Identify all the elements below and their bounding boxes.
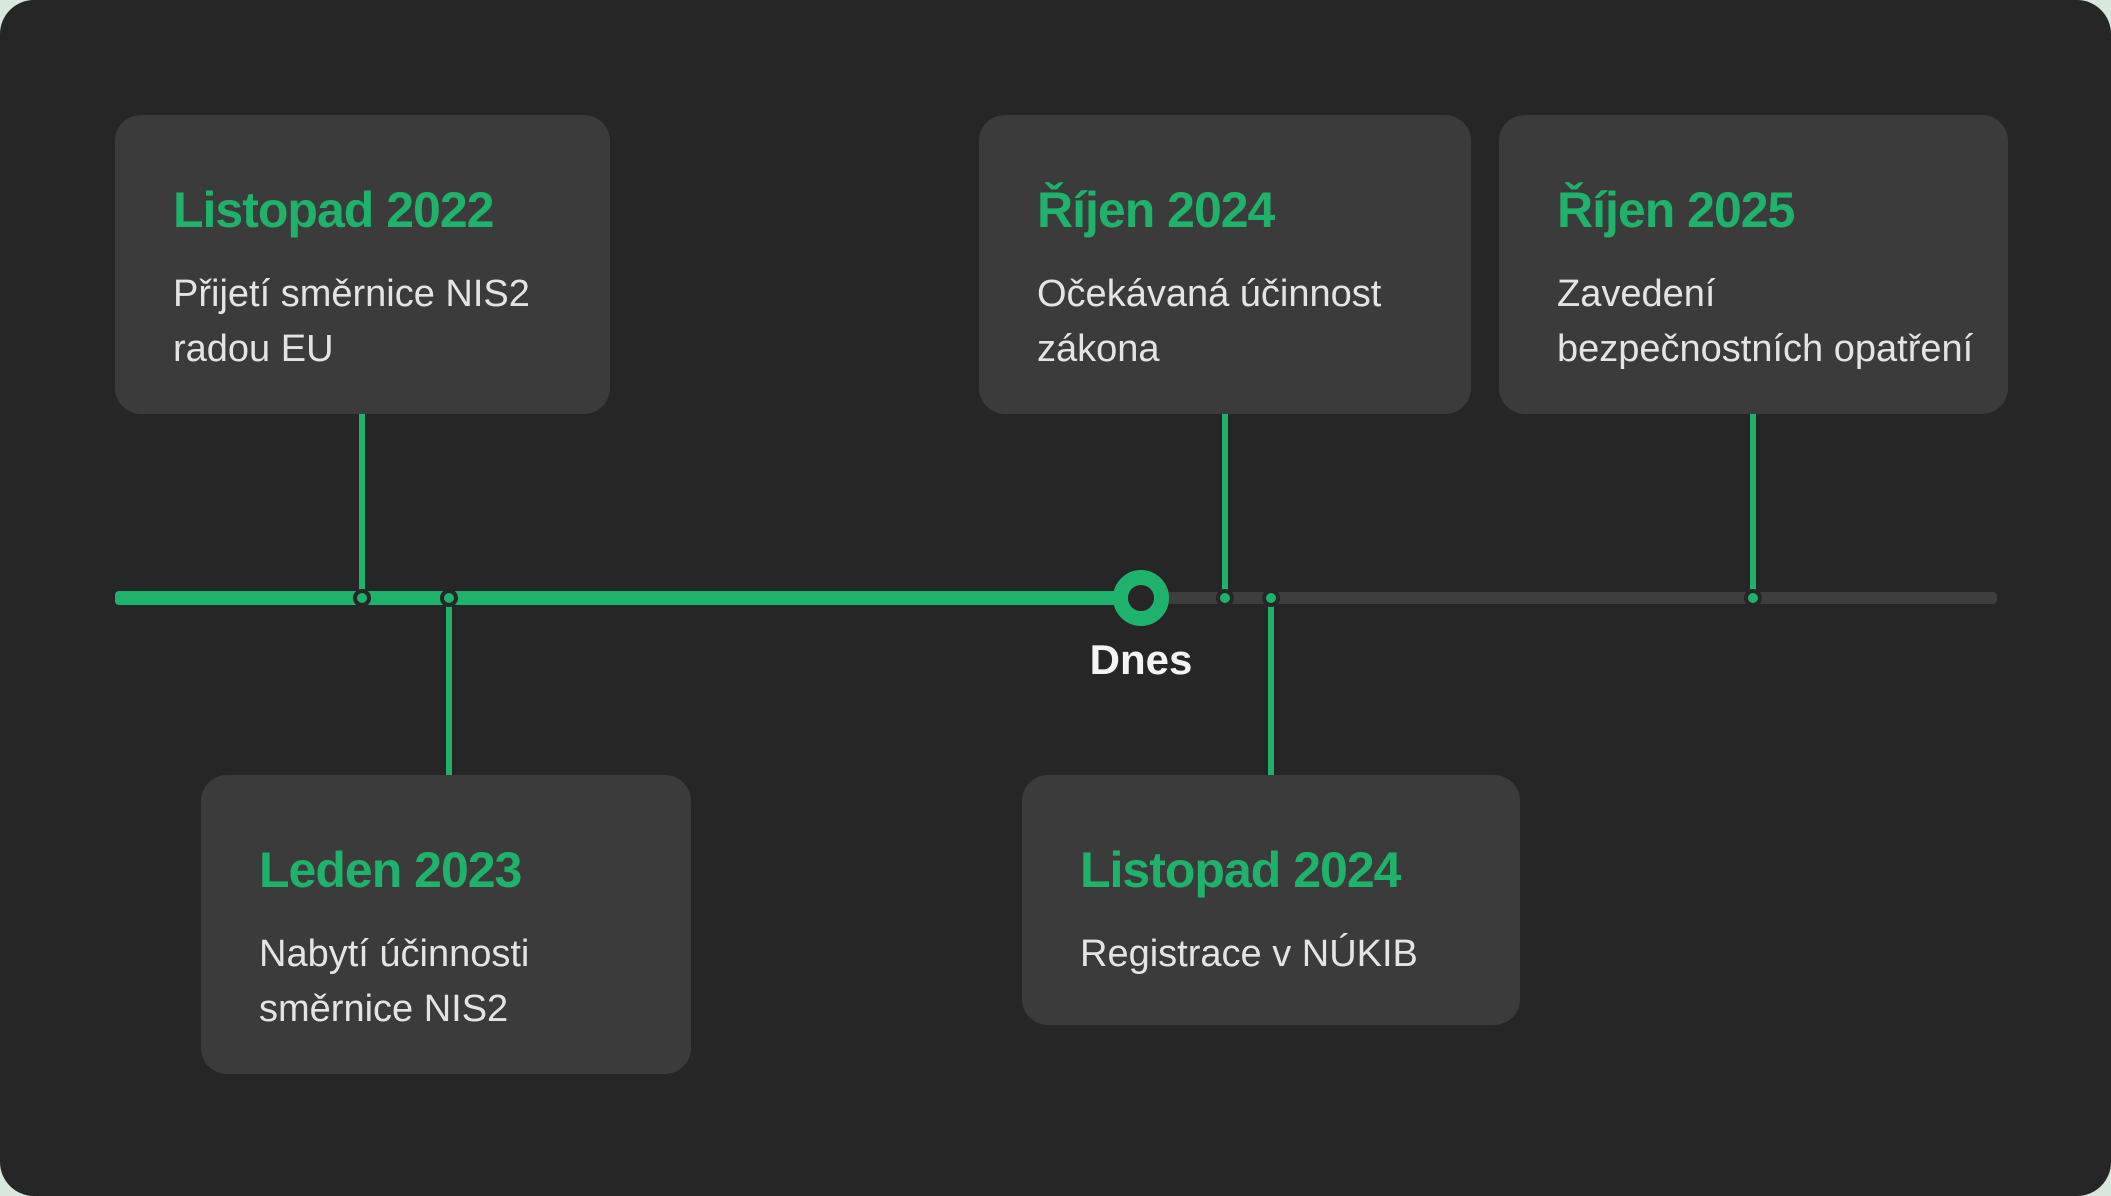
today-marker-ring-icon	[1113, 570, 1169, 626]
event-description-line: Registrace v NÚKIB	[1080, 933, 1418, 975]
event-card-rijen-2024: Říjen 2024 Očekávaná účinnost zákona	[979, 115, 1471, 414]
timeline-track-past	[115, 591, 1141, 605]
connector-leden-2023	[446, 598, 452, 775]
event-card-listopad-2022: Listopad 2022 Přijetí směrnice NIS2 rado…	[115, 115, 610, 414]
event-description-line: bezpečnostních opatření	[1557, 328, 1974, 370]
connector-listopad-2022	[359, 414, 365, 598]
event-description-line: Přijetí směrnice NIS2	[173, 273, 530, 315]
event-description-line: radou EU	[173, 328, 334, 370]
event-title: Leden 2023	[259, 842, 522, 898]
today-label: Dnes	[1089, 636, 1193, 683]
timeline-dot-rijen-2025	[1744, 589, 1762, 607]
timeline-dot-leden-2023	[440, 589, 458, 607]
event-description-line: Zavedení	[1557, 273, 1716, 315]
event-card-rijen-2025: Říjen 2025 Zavedení bezpečnostních opatř…	[1499, 115, 2008, 414]
timeline-dot-rijen-2024	[1216, 589, 1234, 607]
event-description-line: zákona	[1037, 328, 1160, 370]
event-title: Říjen 2025	[1557, 182, 1795, 238]
timeline-dot-listopad-2022	[353, 589, 371, 607]
event-title: Listopad 2024	[1080, 842, 1401, 898]
timeline-dot-listopad-2024	[1262, 589, 1280, 607]
connector-rijen-2024	[1222, 414, 1228, 598]
event-card-leden-2023: Leden 2023 Nabytí účinnosti směrnice NIS…	[201, 775, 691, 1074]
connector-rijen-2025	[1750, 414, 1756, 598]
event-description-line: Očekávaná účinnost	[1037, 273, 1382, 315]
event-description-line: směrnice NIS2	[259, 988, 509, 1030]
connector-listopad-2024	[1268, 598, 1274, 775]
event-description-line: Nabytí účinnosti	[259, 933, 530, 975]
event-card-listopad-2024: Listopad 2024 Registrace v NÚKIB	[1022, 775, 1520, 1025]
event-title: Listopad 2022	[173, 182, 494, 238]
event-title: Říjen 2024	[1037, 182, 1275, 238]
